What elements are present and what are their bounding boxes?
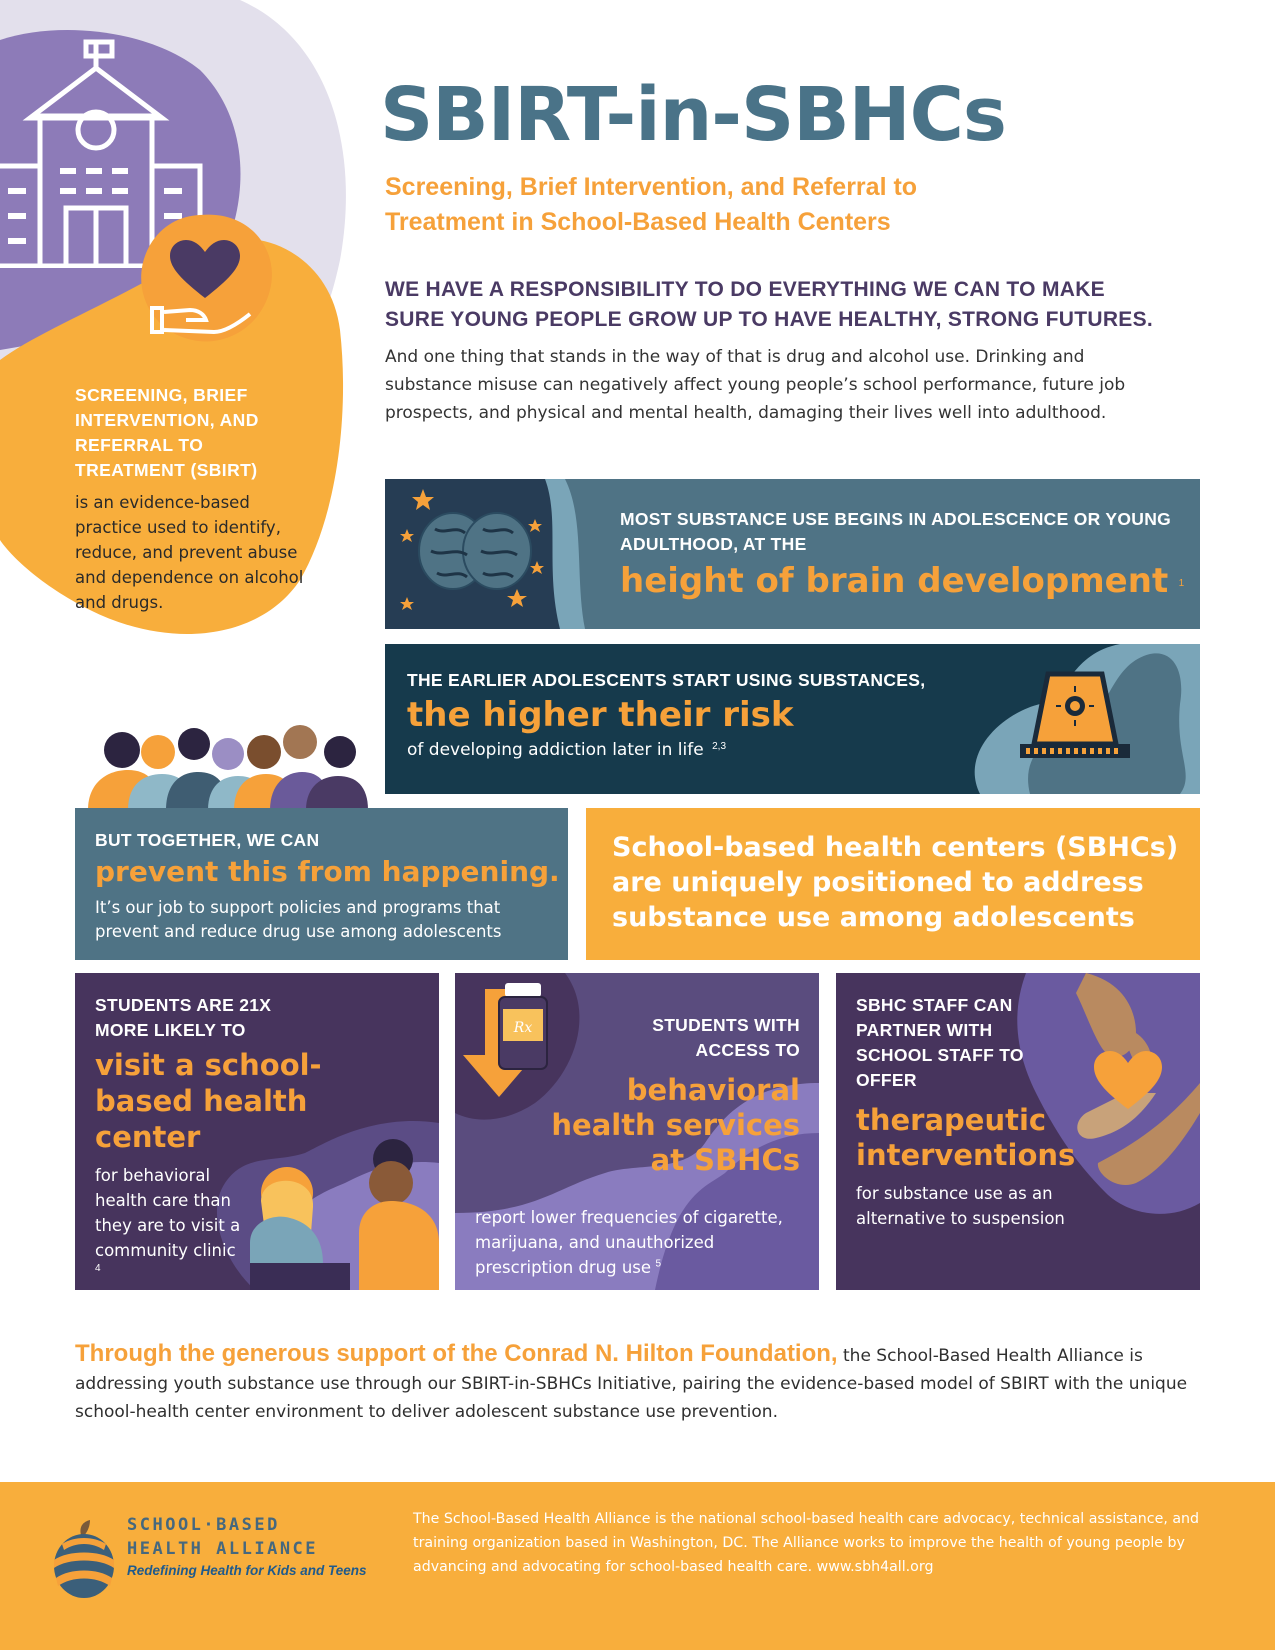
people-group-icon [88, 725, 368, 810]
risk-reference: 2,3 [712, 740, 727, 752]
risk-highlight: the higher their risk [407, 695, 794, 735]
visit-highlight: visit a school-based health center [95, 1048, 322, 1154]
risk-caption: THE EARLIER ADOLESCENTS START USING SUBS… [407, 670, 926, 690]
rx-label: Rx [513, 1020, 533, 1036]
sbhc-statement: School-based health centers (SBHCs) are … [612, 832, 1179, 933]
closing-statement: Through the generous support of the Conr… [75, 1340, 1205, 1426]
orange-blob [0, 238, 344, 634]
closing-text: the School-Based Health Alliance is addr… [75, 1346, 1188, 1422]
behavioral-caption: STUDENTS WITH ACCESS TO [652, 1015, 800, 1060]
medicine-illustration [455, 973, 819, 1290]
visit-sbhc-panel: STUDENTS ARE 21X MORE LIKELY TO visit a … [75, 973, 439, 1290]
intro-paragraph: And one thing that stands in the way of … [385, 347, 1126, 423]
medicine-bottle-icon [498, 983, 548, 1070]
org-name-line2: HEALTH ALLIANCE [127, 1539, 319, 1559]
brain-illustration [385, 479, 585, 629]
brain-reference: 1 [1178, 577, 1185, 589]
alliance-logo [54, 1520, 114, 1598]
lead-statement: WE HAVE A RESPONSIBILITY TO DO EVERYTHIN… [385, 278, 1154, 331]
sbirt-definition-heading: SCREENING, BRIEF INTERVENTION, AND REFER… [75, 385, 259, 480]
siren-illustration [974, 644, 1200, 794]
sbirt-definition-text: is an evidence-based practice used to id… [75, 493, 304, 612]
brain-development-panel: MOST SUBSTANCE USE BEGINS IN ADOLESCENCE… [385, 479, 1200, 629]
staff-caption: SBHC STAFF CAN PARTNER WITH SCHOOL STAFF… [856, 995, 1024, 1090]
org-name-line1: SCHOOL·BASED [127, 1515, 280, 1535]
brain-highlight: height of brain development [620, 561, 1169, 601]
staff-body: for substance use as an alternative to s… [856, 1184, 1065, 1228]
behavioral-highlight: behavioral health services at SBHCs [551, 1073, 800, 1177]
org-tagline: Redefining Health for Kids and Teens [127, 1563, 367, 1578]
together-body: It’s our job to support policies and pro… [95, 898, 502, 941]
page-title: SBIRT-in-SBHCs [380, 72, 1007, 158]
risk-body: of developing addiction later in life [407, 740, 704, 760]
sbhc-positioned-panel: School-based health centers (SBHCs) are … [586, 808, 1200, 960]
org-name: SCHOOL·BASED HEALTH ALLIANCE [127, 1513, 377, 1561]
behavioral-health-panel: Rx STUDENTS WITH ACCESS TO behavioral he… [455, 973, 819, 1290]
higher-risk-panel: THE EARLIER ADOLESCENTS START USING SUBS… [385, 644, 1200, 794]
student-conversation-illustration [216, 1120, 439, 1290]
visit-body: for behavioral health care than they are… [95, 1166, 241, 1260]
helping-hands-icon [1017, 973, 1200, 1214]
siren-icon [1020, 671, 1130, 758]
heart-hand-icon [141, 214, 272, 342]
prevent-panel: BUT TOGETHER, WE CAN prevent this from h… [75, 808, 568, 960]
about-alliance-text: The School-Based Health Alliance is the … [413, 1511, 1200, 1575]
page-subtitle: Screening, Brief Intervention, and Refer… [385, 173, 918, 236]
visit-reference: 4 [95, 1263, 101, 1274]
staff-highlight: therapeutic interventions [856, 1103, 1076, 1172]
visit-caption: STUDENTS ARE 21X MORE LIKELY TO [95, 995, 272, 1040]
together-caption: BUT TOGETHER, WE CAN [95, 830, 320, 850]
behavioral-reference: 5 [655, 1258, 662, 1270]
therapeutic-interventions-panel: SBHC STAFF CAN PARTNER WITH SCHOOL STAFF… [836, 973, 1200, 1290]
closing-emphasis: Through the generous support of the Conr… [75, 1340, 838, 1367]
footer [0, 1482, 1275, 1650]
together-highlight: prevent this from happening. [95, 855, 560, 888]
behavioral-body: report lower frequencies of cigarette, m… [475, 1208, 783, 1277]
brain-caption: MOST SUBSTANCE USE BEGINS IN ADOLESCENCE… [620, 509, 1172, 554]
